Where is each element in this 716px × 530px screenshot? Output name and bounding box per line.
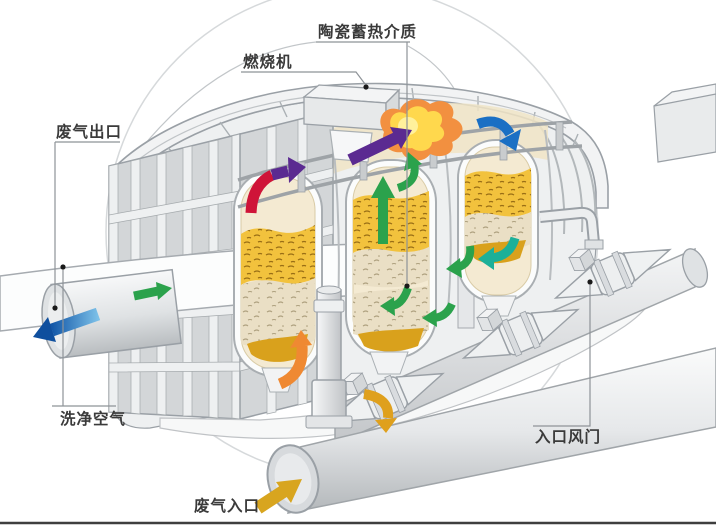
front-vertical-pipe bbox=[305, 285, 353, 429]
flow-arrow-green-duct bbox=[133, 282, 172, 301]
ceramic-pool bbox=[247, 334, 308, 362]
flow-arrow-gold-inlet bbox=[254, 479, 302, 514]
flow-arrow-green-curl-d bbox=[380, 286, 412, 316]
right-elbow-pipe bbox=[539, 206, 604, 250]
leader-lines bbox=[52, 41, 591, 427]
label-exhaust-outlet: 废气出口 bbox=[56, 122, 122, 141]
flow-arrow-blue-curl bbox=[476, 116, 521, 151]
flow-arrow-amber-curl bbox=[363, 389, 397, 433]
damper-valve bbox=[461, 308, 580, 359]
flow-arrow-green-curl-b bbox=[446, 245, 475, 278]
flow-arrow-green-curl-flame bbox=[396, 152, 422, 192]
flow-arrow-green-up bbox=[371, 176, 395, 244]
ceramic-pool bbox=[358, 328, 424, 352]
label-exhaust-inlet: 废气入口 bbox=[194, 496, 260, 515]
chamber-left bbox=[233, 169, 323, 377]
flow-arrow-teal-curl bbox=[478, 236, 520, 270]
flow-arrow-orange-curl bbox=[277, 330, 312, 390]
label-inlet-damper: 入口风门 bbox=[535, 427, 601, 446]
chamber-right bbox=[457, 139, 539, 303]
outlet-cylinder bbox=[41, 268, 183, 359]
chamber-center bbox=[345, 159, 437, 359]
label-clean-air: 洗净空气 bbox=[60, 409, 126, 428]
flow-arrow-blue-outlet bbox=[33, 307, 101, 342]
label-ceramic-media: 陶瓷蓄热介质 bbox=[318, 22, 417, 41]
leader-dots bbox=[52, 84, 593, 311]
flow-arrow-crimson-purple bbox=[245, 157, 306, 214]
damper-valve bbox=[553, 248, 672, 299]
label-burner: 燃烧机 bbox=[243, 52, 293, 71]
flow-arrow-green-curl-c bbox=[422, 302, 456, 327]
rear-duct-box bbox=[653, 83, 716, 163]
